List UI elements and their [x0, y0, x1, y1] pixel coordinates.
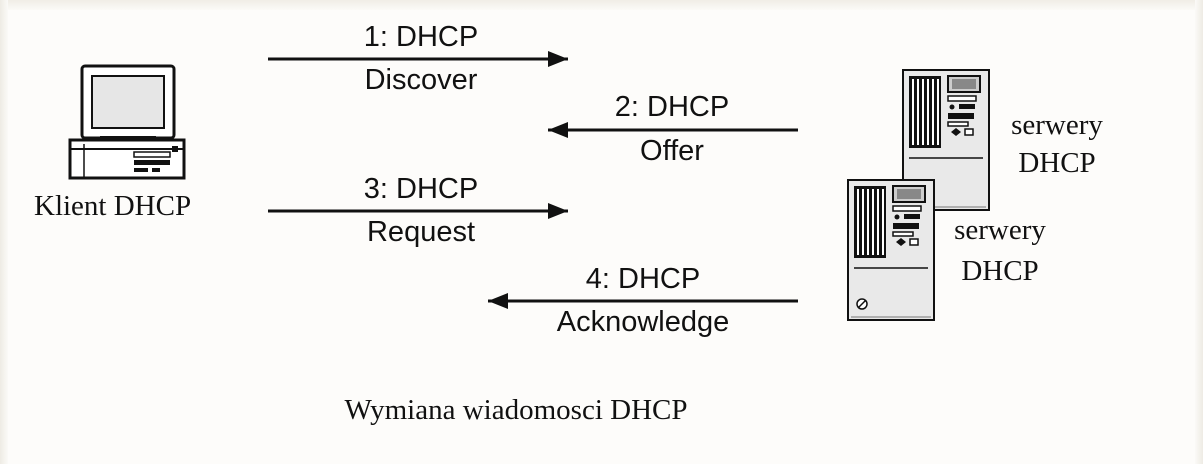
server-label-line2: DHCP [961, 255, 1039, 287]
frame-top-edge [0, 0, 1203, 10]
message-3-name: Request [366, 216, 476, 248]
message-4-number: 4: DHCP [585, 263, 701, 295]
message-4-name: Acknowledge [556, 306, 730, 338]
message-3-number: 3: DHCP [363, 173, 479, 205]
frame-right-edge [1195, 0, 1203, 464]
frame-left-edge [0, 0, 8, 464]
server-label-line2: DHCP [1018, 147, 1096, 179]
server-tower-icon [847, 179, 935, 321]
message-1-number: 1: DHCP [363, 21, 479, 53]
diagram-caption: Wymiana wiadomosci DHCP [344, 394, 688, 426]
message-2-number: 2: DHCP [614, 91, 730, 123]
client-label: Klient DHCP [34, 190, 192, 222]
message-2-name: Offer [640, 135, 704, 167]
client-computer-icon [68, 64, 186, 180]
message-1-name: Discover [364, 64, 478, 96]
server-label-line1: serwery [1011, 109, 1103, 141]
server-label-line1: serwery [954, 214, 1046, 246]
